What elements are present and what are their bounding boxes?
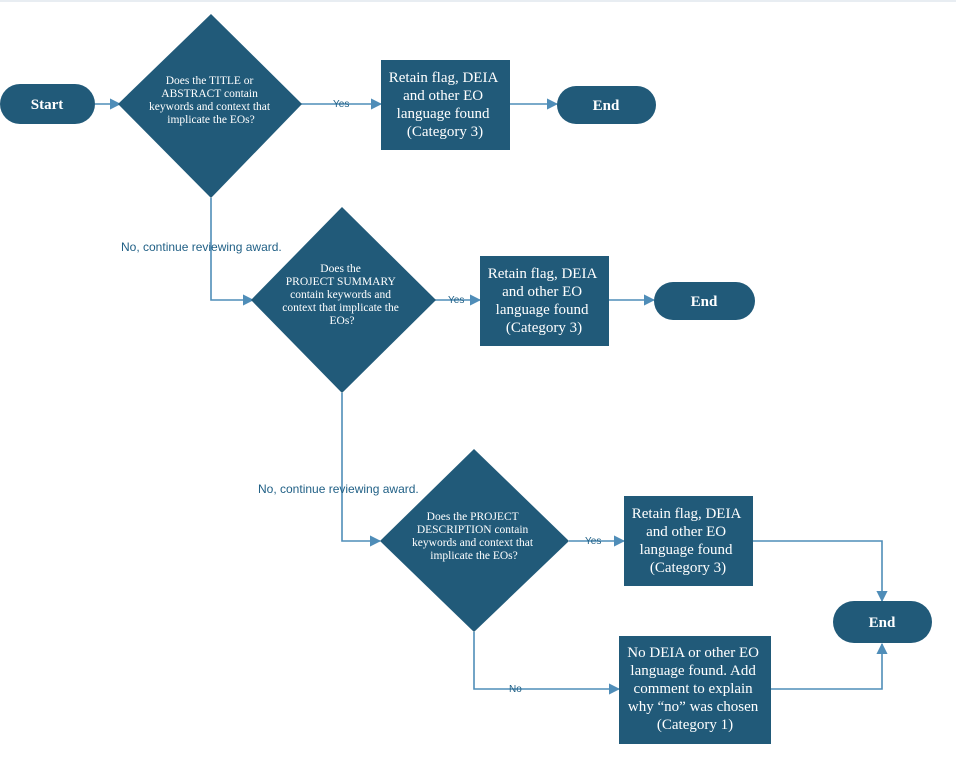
connector-labels: Yes Yes Yes No No, continue reviewing aw… xyxy=(121,99,601,695)
retain-box-2: Retain flag, DEIA and other EO language … xyxy=(480,256,609,346)
decision-3-line-2: DESCRIPTION contain xyxy=(417,524,529,536)
svg-text:Retain flag, DEIA and ot: Retain flag, DEIA and other EO language … xyxy=(389,70,501,140)
decision-2-line-1: Does the xyxy=(320,263,361,275)
svg-text:Does the PROJECT SUMMARY: Does the PROJECT SUMMARY contain keyword… xyxy=(282,263,401,327)
no-deia-line-3: comment to explain xyxy=(634,681,754,697)
arrow-decision-2-to-decision-3 xyxy=(341,393,382,547)
connectors xyxy=(95,98,888,695)
decision-1-line-3: keywords and context that xyxy=(149,101,271,113)
yes-label-2: Yes xyxy=(448,295,464,306)
decision-title-abstract: Does the TITLE or ABSTRACT contain keywo… xyxy=(118,14,302,198)
retain-2-line-4: (Category 3) xyxy=(506,320,582,336)
retain-3-line-3: language found xyxy=(640,542,733,558)
retain-3-line-4: (Category 3) xyxy=(650,560,726,576)
end-label-1: End xyxy=(593,98,620,114)
no-deia-box: No DEIA or other EO language found. Add … xyxy=(619,636,771,744)
svg-text:Does the TITLE or ABSTRA: Does the TITLE or ABSTRACT contain keywo… xyxy=(149,75,273,126)
yes-label-3: Yes xyxy=(585,536,601,547)
yes-label-1: Yes xyxy=(333,99,349,110)
decision-2-line-5: EOs? xyxy=(330,315,355,327)
decision-3-line-1: Does the PROJECT xyxy=(427,511,519,523)
decision-2-line-3: contain keywords and xyxy=(290,289,391,301)
decision-project-description: Does the PROJECT DESCRIPTION contain key… xyxy=(380,449,569,632)
svg-text:Does the PROJECT DESCRIP: Does the PROJECT DESCRIPTION contain key… xyxy=(412,511,536,562)
arrow-decision-3-to-no-deia xyxy=(473,632,621,695)
retain-1-line-2: and other EO xyxy=(403,88,483,104)
decision-2-line-4: context that implicate the xyxy=(282,302,399,314)
no-deia-line-1: No DEIA or other EO xyxy=(627,645,759,661)
arrow-decision-1-to-decision-2 xyxy=(210,198,255,306)
retain-1-line-1: Retain flag, DEIA xyxy=(389,70,499,86)
decision-1-line-1: Does the TITLE or xyxy=(166,75,254,87)
decision-project-summary: Does the PROJECT SUMMARY contain keyword… xyxy=(251,207,436,393)
svg-text:Retain flag, DEIA and ot: Retain flag, DEIA and other EO language … xyxy=(488,266,600,336)
no-deia-line-2: language found. Add xyxy=(630,663,756,679)
no-continue-label-2: No, continue reviewing award. xyxy=(258,482,419,496)
svg-text:Retain flag, DEIA and ot: Retain flag, DEIA and other EO language … xyxy=(632,506,744,576)
retain-2-line-3: language found xyxy=(496,302,589,318)
decision-1-line-4: implicate the EOs? xyxy=(167,114,255,126)
end-node-3: End xyxy=(833,601,932,643)
end-node-1: End xyxy=(557,86,656,124)
start-node: Start xyxy=(0,84,95,124)
no-deia-line-5: (Category 1) xyxy=(657,717,733,733)
decision-3-line-4: implicate the EOs? xyxy=(430,550,518,562)
arrow-retain-3-to-end-3 xyxy=(753,540,888,603)
end-label-3: End xyxy=(869,615,896,631)
retain-3-line-1: Retain flag, DEIA xyxy=(632,506,742,522)
no-deia-line-4: why “no” was chosen xyxy=(628,699,759,715)
retain-1-line-4: (Category 3) xyxy=(407,124,483,140)
no-label: No xyxy=(509,684,522,695)
retain-2-line-2: and other EO xyxy=(502,284,582,300)
decision-2-line-2: PROJECT SUMMARY xyxy=(286,276,397,288)
decision-3-line-3: keywords and context that xyxy=(412,537,534,549)
no-continue-label-1: No, continue reviewing award. xyxy=(121,240,282,254)
retain-2-line-1: Retain flag, DEIA xyxy=(488,266,598,282)
decision-1-line-2: ABSTRACT contain xyxy=(161,88,258,100)
retain-1-line-3: language found xyxy=(397,106,490,122)
retain-3-line-2: and other EO xyxy=(646,524,726,540)
retain-box-1: Retain flag, DEIA and other EO language … xyxy=(381,60,510,150)
end-label-2: End xyxy=(691,294,718,310)
end-node-2: End xyxy=(654,282,755,320)
retain-box-3: Retain flag, DEIA and other EO language … xyxy=(624,496,753,586)
svg-text:No DEIA or other EO lang: No DEIA or other EO language found. Add … xyxy=(627,645,762,733)
top-border xyxy=(0,0,956,2)
arrow-no-deia-to-end-3 xyxy=(771,642,888,690)
start-label: Start xyxy=(31,97,64,113)
